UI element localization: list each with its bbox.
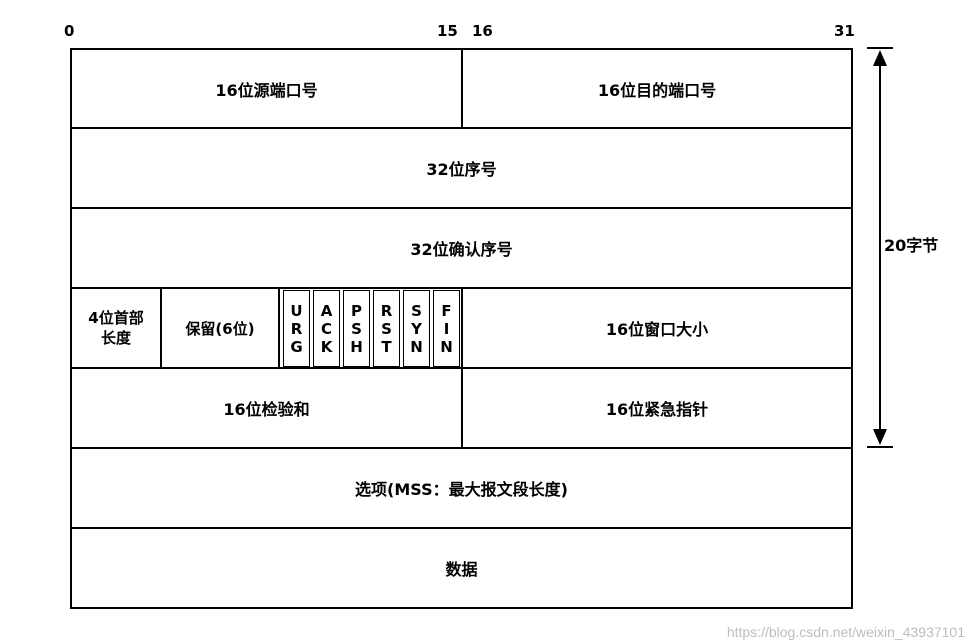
ack-number-label: 32位确认序号 [410, 240, 513, 259]
flag-char: S [351, 319, 362, 338]
flag-char: A [320, 301, 333, 320]
flag-char: N [410, 337, 423, 356]
reserved-label: 保留(6位) [185, 319, 255, 338]
flag-char: Y [411, 319, 422, 338]
bit-label-15: 15 [437, 22, 458, 40]
header-length-field: 4位首部 长度 [70, 287, 162, 369]
flag-char: P [351, 301, 362, 320]
window-size-field: 16位窗口大小 [461, 287, 853, 369]
flag-char: F [441, 301, 452, 320]
data-label: 数据 [445, 560, 478, 579]
bit-label-16: 16 [472, 22, 493, 40]
flag-char: R [290, 319, 303, 338]
flag-char: C [320, 319, 332, 338]
bit-label-0: 0 [64, 22, 75, 40]
flag-char: S [411, 301, 422, 320]
flag-char: G [290, 337, 303, 356]
flag-char: U [290, 301, 303, 320]
header-size-arrow [867, 47, 893, 448]
options-label: 选项(MSS：最大报文段长度) [355, 480, 568, 499]
flag-fin: F I N [433, 290, 460, 367]
flag-char: I [443, 319, 450, 338]
checksum-label: 16位检验和 [223, 400, 310, 419]
checksum-field: 16位检验和 [70, 367, 463, 449]
flag-syn: S Y N [403, 290, 430, 367]
sequence-number-field: 32位序号 [70, 127, 853, 209]
flag-char: K [320, 337, 333, 356]
flag-urg: U R G [283, 290, 310, 367]
flag-char: T [381, 337, 392, 356]
options-field: 选项(MSS：最大报文段长度) [70, 447, 853, 529]
flag-rst: R S T [373, 290, 400, 367]
flag-char: R [380, 301, 393, 320]
source-port-label: 16位源端口号 [215, 80, 318, 100]
flag-psh: P S H [343, 290, 370, 367]
flag-char: N [440, 337, 453, 356]
header-length-label-line1: 4位首部 [88, 309, 144, 327]
destination-port-field: 16位目的端口号 [461, 48, 853, 129]
sequence-number-label: 32位序号 [426, 160, 497, 179]
bit-label-31: 31 [834, 22, 855, 40]
destination-port-label: 16位目的端口号 [597, 80, 717, 100]
header-length-label-line2: 长度 [100, 329, 131, 347]
window-size-label: 16位窗口大小 [605, 320, 709, 339]
flag-char: H [350, 337, 363, 356]
flag-ack: A C K [313, 290, 340, 367]
flag-char: S [381, 319, 392, 338]
reserved-field: 保留(6位) [160, 287, 280, 369]
watermark-text: https://blog.csdn.net/weixin_43937101 [726, 624, 965, 640]
urgent-pointer-field: 16位紧急指针 [461, 367, 853, 449]
source-port-field: 16位源端口号 [70, 48, 463, 129]
data-field: 数据 [70, 527, 853, 609]
ack-number-field: 32位确认序号 [70, 207, 853, 289]
urgent-pointer-label: 16位紧急指针 [605, 400, 709, 419]
header-size-label: 20字节 [884, 236, 939, 255]
